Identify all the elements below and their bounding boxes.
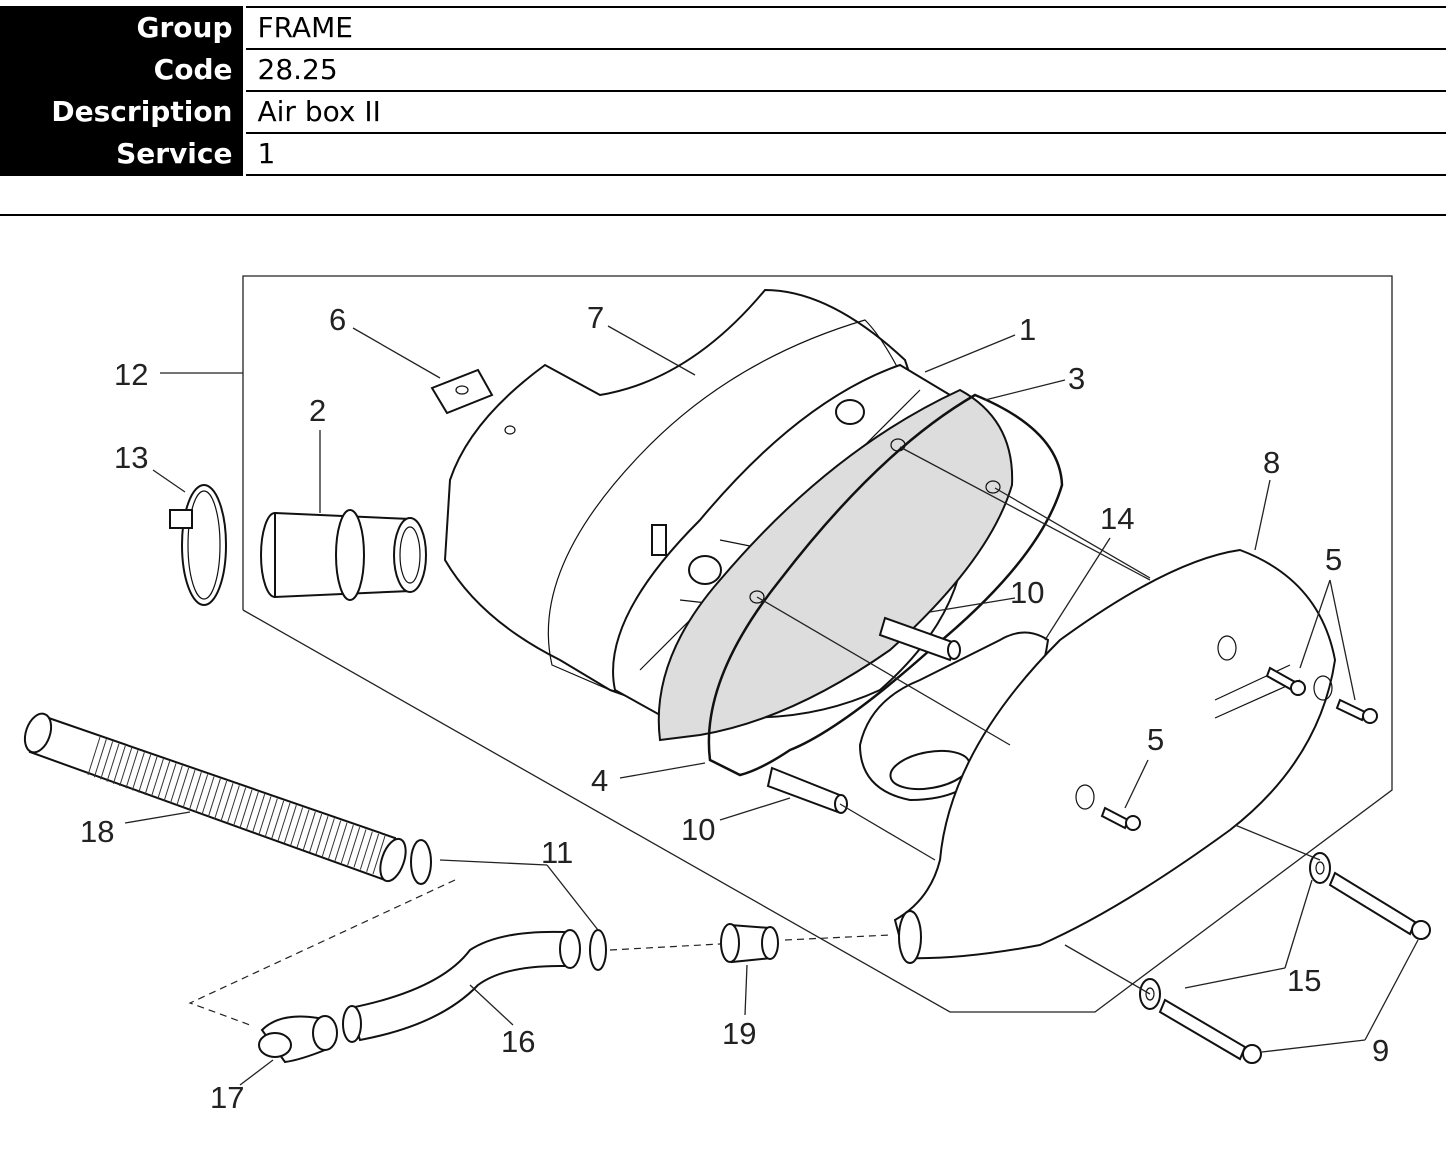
callout-12: 12 (114, 357, 148, 392)
leader-lines (124, 325, 1419, 1086)
info-table: Group FRAME Code 28.25 Description Air b… (0, 6, 1446, 176)
callout-10: 10 (1010, 575, 1044, 610)
info-row-description: Description Air box II (0, 90, 1446, 134)
info-value: 1 (242, 132, 1446, 176)
info-row-service: Service 1 (0, 132, 1446, 176)
part-3-filter (657, 388, 1014, 742)
part-17-elbow (258, 1015, 338, 1064)
info-value: 28.25 (242, 48, 1446, 92)
part-19-connector (720, 923, 779, 964)
callout-9: 9 (1372, 1033, 1389, 1068)
info-label: Group (0, 6, 244, 50)
part-13-clamp (169, 484, 227, 606)
callout-labels: 12 6 7 1 3 2 13 8 14 5 10 5 4 10 18 11 1… (80, 300, 1389, 1115)
separator-rule (0, 214, 1446, 216)
info-row-code: Code 28.25 (0, 48, 1446, 92)
info-label: Code (0, 48, 244, 92)
callout-13: 13 (114, 440, 148, 475)
info-label: Service (0, 132, 244, 176)
callout-6: 6 (329, 302, 346, 337)
info-label: Description (0, 90, 244, 134)
callout-7: 7 (587, 300, 604, 335)
part-6-clip (430, 368, 494, 415)
callout-1: 1 (1019, 312, 1036, 347)
part-11-circlips (410, 839, 607, 971)
part-4-gasket (707, 393, 1064, 777)
callout-4: 4 (591, 763, 608, 798)
callout-16: 16 (501, 1024, 535, 1059)
info-value: Air box II (242, 90, 1446, 134)
callout-10: 10 (681, 812, 715, 847)
callout-19: 19 (722, 1016, 756, 1051)
part-16-tube (342, 929, 581, 1043)
part-8-cover (893, 548, 1337, 964)
callout-5: 5 (1147, 722, 1164, 757)
callout-2: 2 (309, 393, 326, 428)
part-2-sleeve (260, 509, 427, 601)
callout-18: 18 (80, 814, 114, 849)
callout-14: 14 (1100, 501, 1134, 536)
callout-5: 5 (1325, 542, 1342, 577)
part-14-duct (858, 631, 1050, 802)
callout-17: 17 (210, 1080, 244, 1115)
callout-15: 15 (1287, 963, 1321, 998)
guide-lines (756, 446, 1321, 995)
callout-11: 11 (541, 835, 573, 870)
part-9-bolts (1158, 871, 1431, 1064)
callout-3: 3 (1068, 361, 1085, 396)
part-18-hose (23, 712, 407, 883)
dashed-connections (188, 879, 891, 1026)
callout-8: 8 (1263, 445, 1280, 480)
assembly-boundary (242, 275, 1393, 1013)
part-5-screws (1100, 666, 1378, 831)
